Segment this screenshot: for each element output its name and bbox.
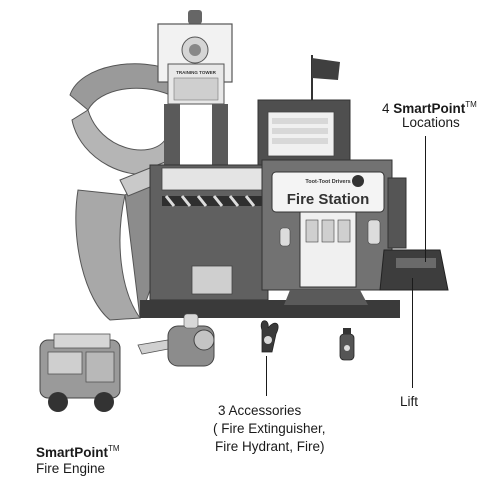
tower-sign: TRAINING TOWER: [176, 70, 216, 75]
locations-leader-line: [425, 136, 426, 262]
accessories-label-line2: ( Fire Extinguisher,: [213, 421, 326, 436]
sign-small-text: Toot-Toot Drivers: [305, 179, 350, 185]
locations-brand: SmartPoint: [393, 101, 466, 116]
control-building: [257, 55, 351, 171]
spiral-ramp: [69, 63, 176, 321]
locations-label-line2: Locations: [402, 115, 460, 130]
accessories-leader-line: [266, 356, 267, 396]
fire-figure-illustration: [260, 320, 279, 353]
locations-count: 4: [382, 101, 390, 116]
station-base: [140, 177, 449, 318]
sign-main-text: Fire Station: [287, 191, 370, 208]
engine-label: SmartPointTM: [36, 440, 120, 461]
accessories-label-line1: 3 Accessories: [218, 403, 302, 418]
engine-brand: SmartPoint: [36, 445, 109, 460]
accessories-label-line3: Fire Hydrant, Fire): [215, 439, 325, 454]
fire-hydrant-illustration: [137, 313, 215, 367]
locations-label: 4 SmartPointTM: [382, 96, 477, 117]
lift-leader-line: [412, 278, 413, 388]
station-body: Toot-Toot Drivers Fire Station: [149, 159, 393, 301]
fire-extinguisher-illustration: [339, 328, 355, 361]
fire-engine-illustration: [39, 333, 121, 412]
engine-tm: TM: [108, 444, 120, 453]
engine-label-line2: Fire Engine: [36, 461, 106, 476]
locations-tm: TM: [465, 100, 477, 109]
lift-label: Lift: [400, 394, 419, 409]
